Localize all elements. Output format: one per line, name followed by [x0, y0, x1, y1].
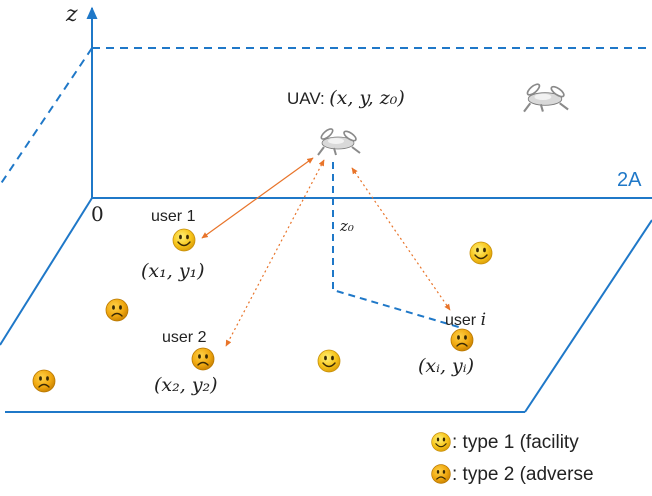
- happy-face-icon: [172, 228, 196, 252]
- legend-sad-face-icon: [431, 464, 451, 484]
- origin-label: 0: [91, 202, 104, 226]
- upper-plane: [0, 47, 652, 186]
- sad-face-icon: [105, 298, 129, 322]
- width-label: 2A: [617, 169, 642, 191]
- sad-face-icon: [191, 347, 215, 371]
- legend-happy-face-icon: [431, 432, 451, 452]
- happy-face-icon: [469, 241, 493, 265]
- user-1-coords: (x₁, y₁): [141, 260, 205, 282]
- uav-label: UAV: (x, y, z₀): [287, 87, 405, 109]
- link-user-2: [225, 159, 325, 347]
- uav-drone-icon: [317, 126, 361, 156]
- altitude-label: z₀: [340, 217, 354, 235]
- ground-plane: [0, 197, 652, 413]
- user-2-label: user 2: [162, 329, 207, 346]
- link-user-i: [351, 167, 451, 311]
- legend-type-1: : type 1 (facility: [452, 432, 579, 453]
- user-i-coords: (xᵢ, yᵢ): [418, 355, 474, 377]
- uav-drone-icon: [522, 81, 570, 113]
- sad-face-icon: [450, 328, 474, 352]
- user-1-label: user 1: [151, 208, 196, 225]
- sad-face-icon: [32, 369, 56, 393]
- legend-type-2: : type 2 (adverse: [452, 464, 594, 485]
- z-axis-label: z: [66, 2, 78, 27]
- user-i-label: user i: [445, 310, 487, 330]
- user-2-coords: (x₂, y₂): [154, 374, 218, 396]
- happy-face-icon: [317, 349, 341, 373]
- altitude-line: [332, 162, 463, 329]
